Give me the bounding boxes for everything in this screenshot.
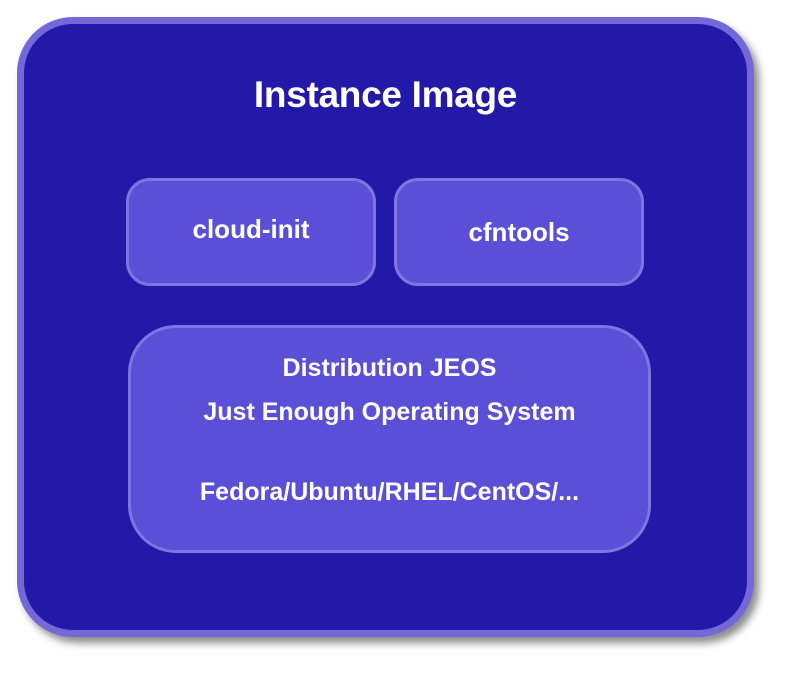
jeos-title: Distribution JEOS [282, 354, 497, 382]
jeos-subtitle: Just Enough Operating System [203, 398, 576, 426]
jeos-distributions: Fedora/Ubuntu/RHEL/CentOS/... [199, 478, 580, 506]
cfntools-box: cfntools [394, 178, 644, 286]
jeos-box: Distribution JEOS Just Enough Operating … [128, 325, 651, 553]
cloud-init-box: cloud-init [126, 178, 376, 286]
instance-image-container: Instance Image cloud-init cfntools Distr… [17, 17, 754, 637]
cfntools-label: cfntools [468, 217, 570, 247]
cloud-init-label: cloud-init [192, 214, 310, 244]
diagram-title: Instance Image [253, 74, 518, 115]
